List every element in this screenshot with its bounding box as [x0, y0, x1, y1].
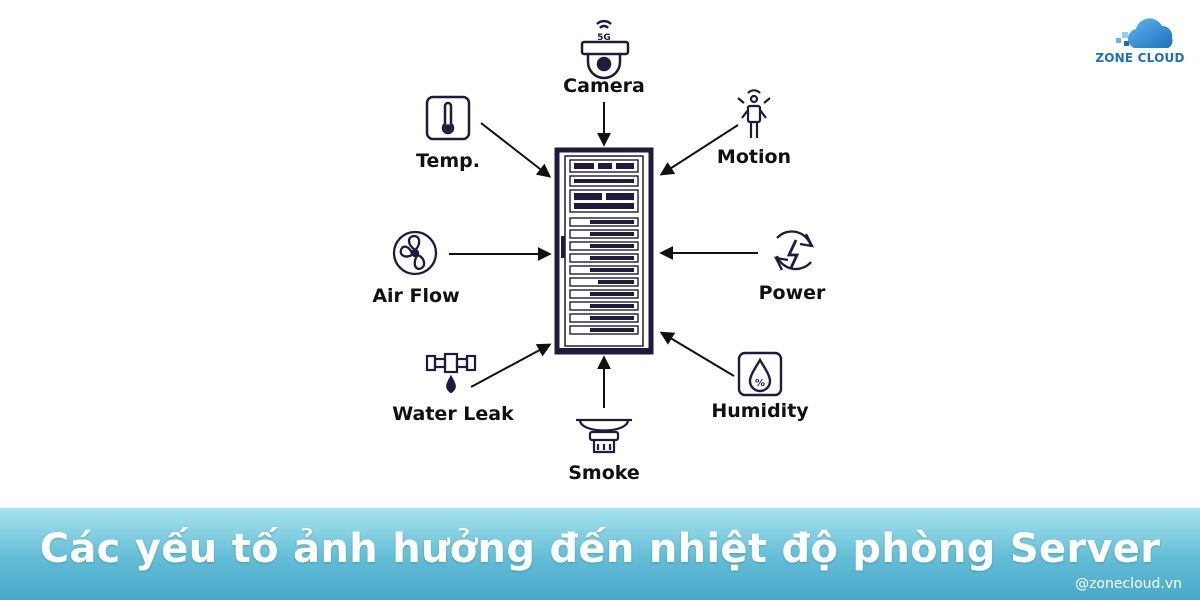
thermometer-icon	[425, 95, 471, 141]
diagram: 5G	[372, 19, 826, 484]
label-waterleak: Water Leak	[392, 403, 514, 425]
banner-title: Các yếu tố ảnh hưởng đến nhiệt độ phòng …	[39, 526, 1161, 572]
pipe-drop-icon	[425, 352, 477, 394]
arrows	[449, 102, 758, 408]
logo-text: ZONE CLOUD	[1095, 51, 1185, 65]
label-humidity: Humidity	[711, 400, 809, 422]
diagram-canvas: 5G	[392, 19, 815, 454]
fan-icon	[392, 230, 438, 276]
label-smoke: Smoke	[568, 462, 640, 484]
arrow-waterleak	[470, 343, 552, 388]
arrow-motion	[659, 124, 739, 176]
label-camera: Camera	[563, 75, 645, 97]
server-rack-icon	[554, 147, 654, 355]
label-power: Power	[758, 282, 826, 304]
arrow-humidity	[659, 331, 735, 377]
zonecloud-logo: ZONE CLOUD	[1094, 14, 1186, 70]
camera-badge: 5G	[597, 33, 611, 43]
arrow-temp	[480, 122, 552, 178]
label-airflow: Air Flow	[372, 285, 460, 307]
humidity-drop-icon	[737, 351, 783, 397]
power-bolt-icon	[773, 230, 815, 271]
label-motion: Motion	[716, 146, 792, 168]
camera-icon	[580, 19, 630, 80]
cloud-logo-icon	[1116, 18, 1173, 48]
banner-handle: @zonecloud.vn	[1075, 576, 1182, 592]
label-temp: Temp.	[416, 150, 480, 172]
smoke-detector-icon	[576, 418, 632, 454]
humidity-symbol: %	[755, 378, 765, 389]
title-banner: Các yếu tố ảnh hưởng đến nhiệt độ phòng …	[0, 508, 1200, 600]
person-motion-icon	[737, 89, 771, 138]
